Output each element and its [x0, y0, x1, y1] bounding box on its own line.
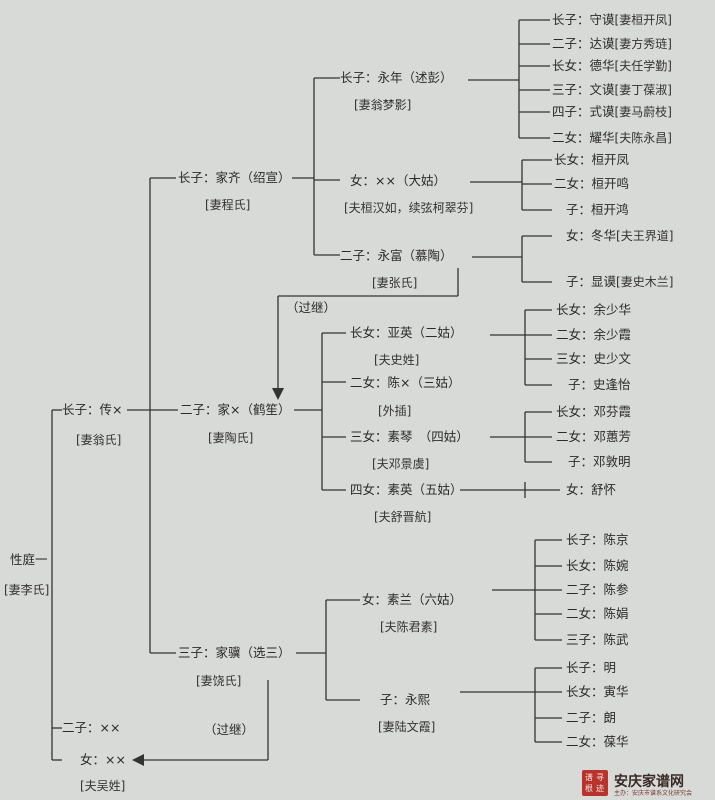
gen4-chen-wu: 三子：陈武 [566, 632, 629, 647]
gen4-dehua: 长女：德华[夫任学勤] [552, 58, 672, 73]
gen4-shimo: 四子：式谟[妻马蔚枝] [552, 104, 672, 119]
gen4-ming: 长子：明 [566, 660, 617, 675]
gen4-yu-shaoxia: 二女：余少霞 [556, 327, 632, 342]
gen3-chen: 二女：陈×（三姑） [350, 375, 461, 390]
gen3-dagu: 女：××（大姑） [350, 173, 446, 188]
gen3-yongfu: 二子：永富（慕陶） [340, 248, 453, 263]
gen4-baohua: 二女：葆华 [566, 734, 629, 749]
gen4-shoumo: 长子：守谟[妻桓开凤] [552, 12, 672, 27]
gen3-yongnian-spouse: [妻翁梦影] [354, 98, 412, 112]
site-watermark: 谱 寻 根 迹 安庆家谱网 主办：安庆市谱系文化研究会 [582, 770, 712, 798]
gen4-deng-dunming: 子：邓敦明 [568, 454, 631, 469]
gen2-eldest-son: 长子：家齐（绍宣） [178, 170, 291, 185]
gen4-shi-fengyi: 子：史逢怡 [568, 377, 631, 392]
seal-logo-icon: 谱 寻 根 迹 [582, 770, 608, 796]
gen4-shu-huai: 女：舒怀 [566, 482, 617, 497]
gen3-suqin: 三女：素琴 （四姑） [350, 429, 469, 444]
gen3-sulan-spouse: [夫陈君素] [380, 620, 438, 634]
gen1-eldest-son: 长子：传× [62, 402, 123, 417]
gen3-yongxi-spouse: [妻陆文霞] [378, 720, 436, 734]
gen4-chen-jing: 长子：陈京 [566, 532, 629, 547]
gen4-shi-shaowen: 三女：史少文 [556, 351, 632, 366]
gen4-huan-kaihong: 子：桓开鸿 [566, 202, 629, 217]
gen3-suying: 四女：素英（五姑） [350, 482, 463, 497]
gen4-donghua: 女：冬华[夫王界道] [566, 228, 674, 243]
gen4-chen-can: 二子：陈参 [566, 582, 629, 597]
adopt-arrow-left-icon [132, 754, 144, 766]
gen4-wenmo: 三子：文谟[妻丁葆淑] [552, 82, 672, 97]
gen1-daughter-spouse: [夫吴姓] [80, 779, 126, 793]
gen2-second-son-spouse: [妻陶氏] [208, 431, 254, 445]
gen2-third-son-spouse: [妻饶氏] [196, 674, 242, 688]
root-spouse: [妻李氏] [4, 583, 50, 597]
gen4-yinhua: 长女：寅华 [566, 684, 629, 699]
gen1-eldest-son-spouse: [妻翁氏] [76, 433, 122, 447]
gen1-second-son: 二子：×× [62, 720, 121, 735]
gen4-lang: 二子：朗 [566, 710, 617, 725]
gen2-third-son: 三子：家骥（选三） [178, 645, 291, 660]
gen3-suqin-spouse: [夫邓景虞] [372, 457, 430, 471]
adoption-note-1: （过继） [286, 300, 337, 315]
gen4-damo: 二子：达谟[妻方秀琏] [552, 36, 672, 51]
gen4-deng-fenxia: 长女：邓芬霞 [556, 404, 632, 419]
gen3-yaying: 长女：亚英（二姑） [350, 325, 463, 340]
gen4-huan-kaiming: 二女：桓开鸣 [554, 176, 630, 191]
gen4-huan-kaifeng: 长女：桓开凤 [554, 152, 630, 167]
gen4-chen-juan: 二女：陈娟 [566, 606, 629, 621]
gen3-yongxi: 子：永熙 [380, 692, 431, 707]
gen3-sulan: 女：素兰（六姑） [362, 592, 463, 607]
gen3-suying-spouse: [夫舒晋航] [374, 510, 432, 524]
gen2-eldest-son-spouse: [妻程氏] [205, 198, 251, 212]
gen3-yongfu-spouse: [妻张氏] [372, 276, 418, 290]
root-person: 性庭一 [10, 552, 48, 567]
gen1-daughter: 女：×× [80, 752, 126, 767]
gen4-deng-huifang: 二女：邓蕙芳 [556, 429, 632, 444]
gen4-yaohua: 二女：耀华[夫陈永昌] [552, 130, 672, 145]
gen3-dagu-spouse: [夫桓汉如，续弦柯翠芬] [344, 201, 474, 215]
gen3-chen-spouse: [外插] [378, 404, 412, 418]
adopt-arrow-down-icon [272, 388, 284, 400]
gen4-yu-shaohua: 长女：余少华 [556, 302, 632, 317]
watermark-subtitle: 主办：安庆市谱系文化研究会 [614, 790, 693, 797]
gen2-second-son: 二子：家×（鹤笙） [180, 402, 291, 417]
watermark-title: 安庆家谱网 [614, 774, 684, 790]
gen4-chen-wan: 长女：陈婉 [566, 558, 629, 573]
adoption-note-2: （过继） [204, 722, 255, 737]
gen3-yaying-spouse: [夫史姓] [374, 353, 420, 367]
gen4-xianmo: 子：显谟[妻史木兰] [566, 274, 674, 289]
gen3-yongnian: 长子：永年（述彭） [340, 70, 453, 85]
